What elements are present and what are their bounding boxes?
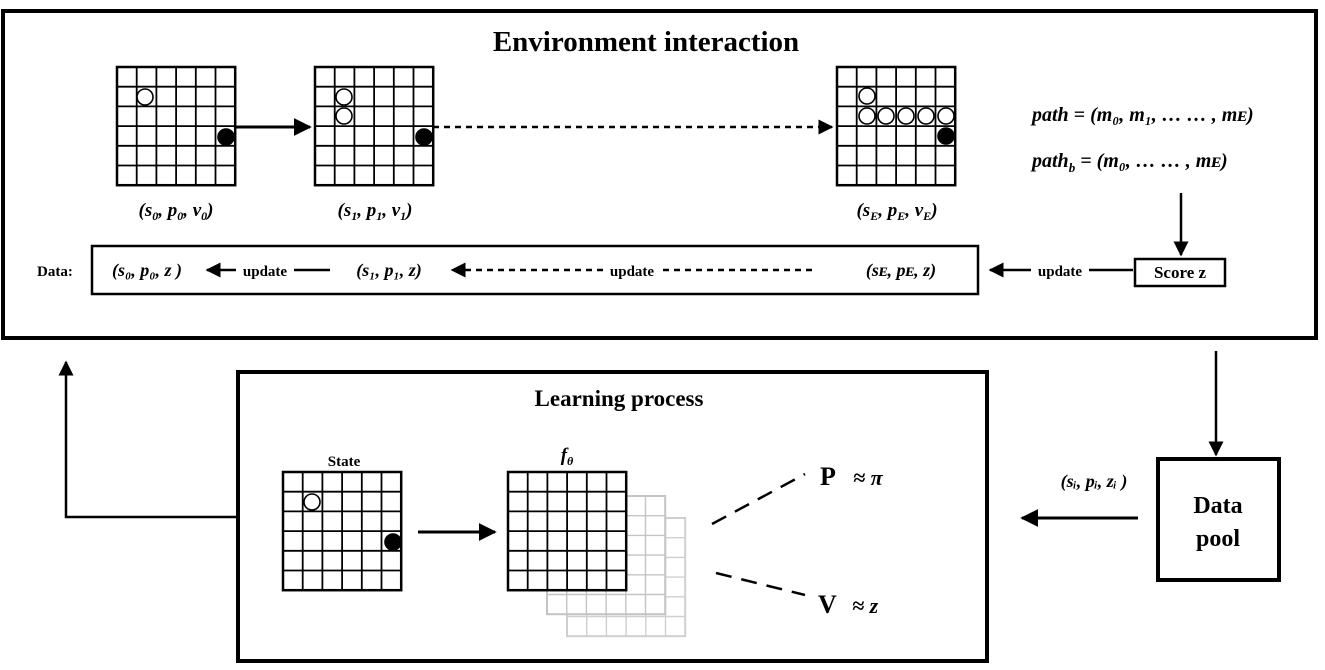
policy-label: P	[820, 462, 836, 491]
value-approx: ≈ z	[852, 593, 879, 618]
path-b-formula: pathb = (m₀, … … , mᴇ)	[1030, 150, 1228, 175]
environment-panel	[1, 9, 1318, 340]
board-state-0	[115, 65, 237, 187]
white-stone	[858, 87, 876, 105]
learning-to-env-arrow	[58, 360, 238, 519]
data-tuple-end: (sᴇ, pᴇ, z)	[866, 260, 936, 281]
policy-head-dash	[711, 472, 806, 526]
board-state-1	[313, 65, 435, 187]
score-label: Score z	[1154, 263, 1207, 282]
white-stone	[917, 107, 935, 125]
board-learning-state	[281, 470, 403, 592]
update-label-1: update	[243, 264, 288, 280]
board-state-end	[835, 65, 957, 187]
environment-title: Environment interaction	[493, 26, 799, 58]
policy-approx: ≈ π	[853, 465, 884, 490]
black-stone	[384, 533, 402, 551]
network-label: fθ	[561, 445, 574, 468]
data-row-box	[90, 244, 980, 296]
white-stone	[136, 88, 154, 106]
data-pool-line2: pool	[1196, 526, 1240, 552]
update-label-bg-2	[603, 262, 661, 278]
white-stone	[877, 107, 895, 125]
state-label-1: (s1, p1, v1)	[338, 200, 413, 223]
state-label-0: (s0, p0, v0)	[139, 200, 214, 223]
white-stone	[897, 107, 915, 125]
score-box	[1133, 257, 1227, 288]
data-pool-box	[1156, 457, 1281, 582]
white-stone	[335, 88, 353, 106]
white-stone	[335, 107, 353, 125]
white-stone	[937, 107, 955, 125]
path-formula: path = (m₀, m₁, … … , mᴇ)	[1030, 104, 1254, 126]
data-tuple-0: (s₀, p₀, z )	[112, 260, 182, 281]
state-label-end: (sE, pE, vE)	[856, 200, 937, 223]
black-stone	[937, 127, 955, 145]
data-prefix: Data:	[37, 264, 73, 280]
update-label-bg-3	[1031, 262, 1089, 278]
data-tuple-1: (s₁, p₁, z)	[356, 260, 422, 281]
update-label-2: update	[610, 264, 655, 280]
value-label: V	[818, 590, 837, 619]
learning-title: Learning process	[535, 386, 704, 411]
network-layer-front	[506, 470, 628, 592]
white-stone	[858, 107, 876, 125]
black-stone	[217, 128, 235, 146]
state-input-label: State	[328, 454, 361, 470]
black-stone	[415, 128, 433, 146]
white-stone	[303, 493, 321, 511]
data-pool-line1: Data	[1193, 493, 1242, 519]
update-label-bg-1	[236, 262, 294, 278]
pool-sample-label: (sᵢ, pᵢ, zᵢ )	[1061, 471, 1128, 492]
value-head-dash	[715, 571, 806, 597]
update-label-3: update	[1038, 264, 1083, 280]
